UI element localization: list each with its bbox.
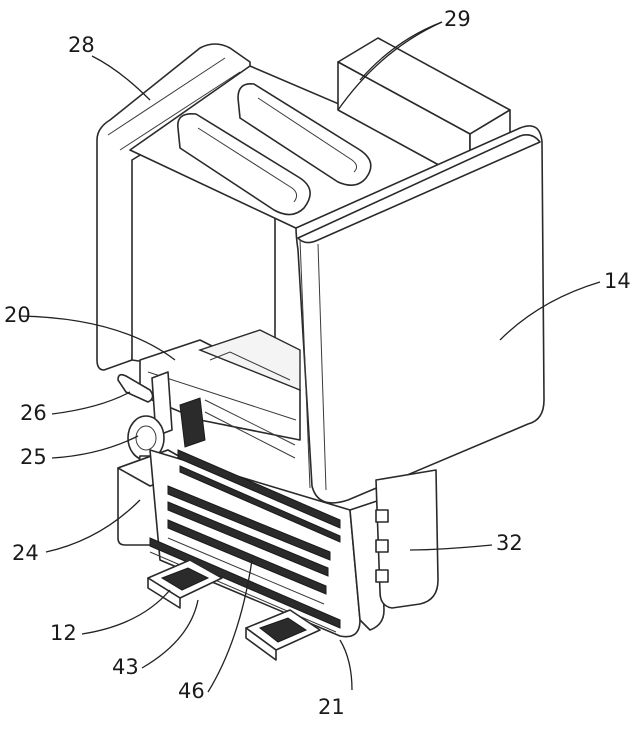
label-20: 20	[4, 303, 31, 327]
label-29: 29	[444, 7, 471, 31]
middle-frame	[139, 329, 301, 459]
motor-assembly	[117, 373, 165, 471]
label-25: 25	[20, 445, 47, 469]
lower-housing-32	[375, 469, 439, 609]
label-24: 24	[12, 541, 39, 565]
label-21: 21	[318, 695, 345, 719]
label-43: 43	[112, 655, 139, 679]
label-32: 32	[496, 531, 523, 555]
label-26: 26	[20, 401, 47, 425]
feet	[147, 559, 321, 661]
label-28: 28	[68, 33, 95, 57]
main-housing	[295, 125, 545, 504]
part-labels: 28 29 14 20 26 25 24 32 12 43 46 21	[4, 7, 631, 719]
label-46: 46	[178, 679, 205, 703]
leader-lines	[19, 21, 601, 693]
label-14: 14	[604, 269, 631, 293]
lower-tray	[149, 449, 385, 638]
label-12: 12	[50, 621, 77, 645]
